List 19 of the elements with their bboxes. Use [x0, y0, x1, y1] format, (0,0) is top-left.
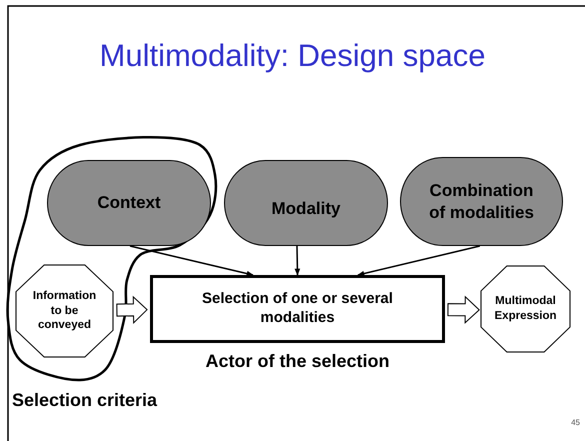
- selection-box: [150, 275, 445, 343]
- arrow: [357, 245, 480, 276]
- node-caption: Actor of the selection: [204, 351, 391, 372]
- context-node: [47, 160, 211, 246]
- block-arrow: [447, 296, 480, 324]
- arrow: [294, 246, 300, 276]
- arrow: [130, 245, 254, 276]
- node-label: Modality: [270, 198, 342, 220]
- node-label: Information to be conveyed: [32, 288, 98, 334]
- title: Multimodality: Design space: [98, 38, 486, 74]
- page-number: 45: [570, 418, 580, 427]
- node-label: Context: [96, 192, 162, 214]
- node-label: Selection of one or several modalities: [201, 290, 394, 328]
- node-label: Combination of modalities: [428, 180, 535, 223]
- output-octagon: [481, 266, 570, 352]
- block-arrow: [116, 296, 148, 324]
- node-label: Multimodal Expression: [494, 294, 558, 324]
- loop-caption: Selection criteria: [12, 390, 158, 411]
- information-octagon: [16, 265, 113, 357]
